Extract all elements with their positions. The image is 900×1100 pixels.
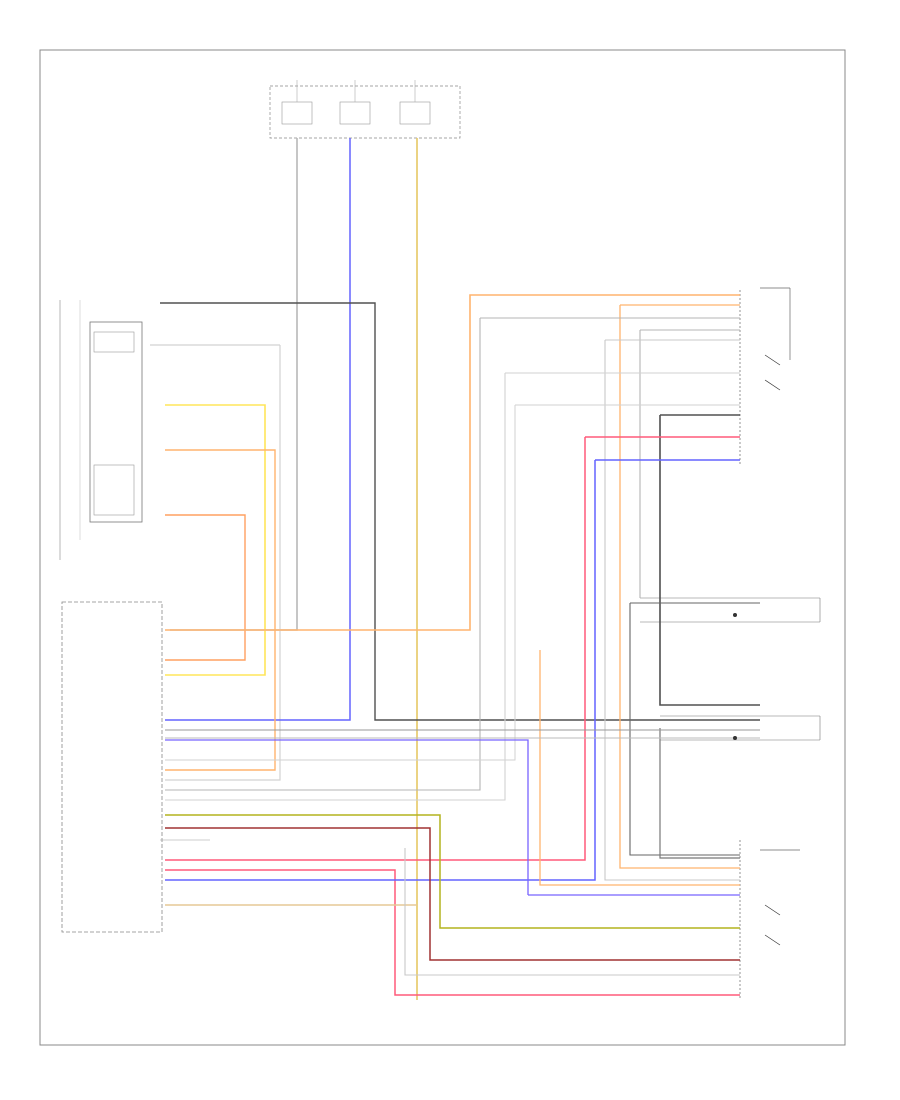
wire-gray-2 [150,344,281,781]
wire-gray-7 [165,404,740,761]
fuse-2 [339,101,371,125]
wire-yellow-1 [165,404,266,676]
wire-black-3 [629,602,760,856]
wire-black-1 [160,302,760,721]
fuse-1 [281,101,313,125]
wire-gray-8 [659,728,740,859]
wire-red-1 [165,436,740,861]
wire-gray-1 [170,138,298,631]
wire-orange-4 [619,304,740,869]
wire-gray-6 [165,372,740,801]
wire-orange-1 [165,449,276,771]
wire-black-2 [659,414,760,706]
left-switch-assembly [59,300,143,560]
right-switch-bottom [739,840,800,1000]
wire-purple-1 [165,739,740,896]
wire-olive-1 [165,814,740,929]
wire-blue-1 [165,138,351,721]
wire-gray-3 [165,317,740,791]
right-connector-b [660,715,821,741]
wire-orange-3 [165,294,740,631]
diagram-frame [39,49,846,1046]
fuse-box [269,80,461,139]
wire-darkred-1 [165,827,740,961]
ground-dot-1 [733,613,737,617]
wire-orange-2 [165,514,246,661]
ground-dot-2 [733,736,737,740]
wire-gray-9 [404,848,740,976]
wire-gray-4 [639,329,740,598]
wire-red-2 [165,869,740,996]
right-switch-top [739,287,791,465]
wire-gray-5 [604,339,740,881]
wire-tan-3 [539,650,740,886]
right-connector-a [640,597,821,623]
left-control-module [61,601,210,933]
fuse-3 [399,101,431,125]
wire-blue-2 [165,459,740,881]
